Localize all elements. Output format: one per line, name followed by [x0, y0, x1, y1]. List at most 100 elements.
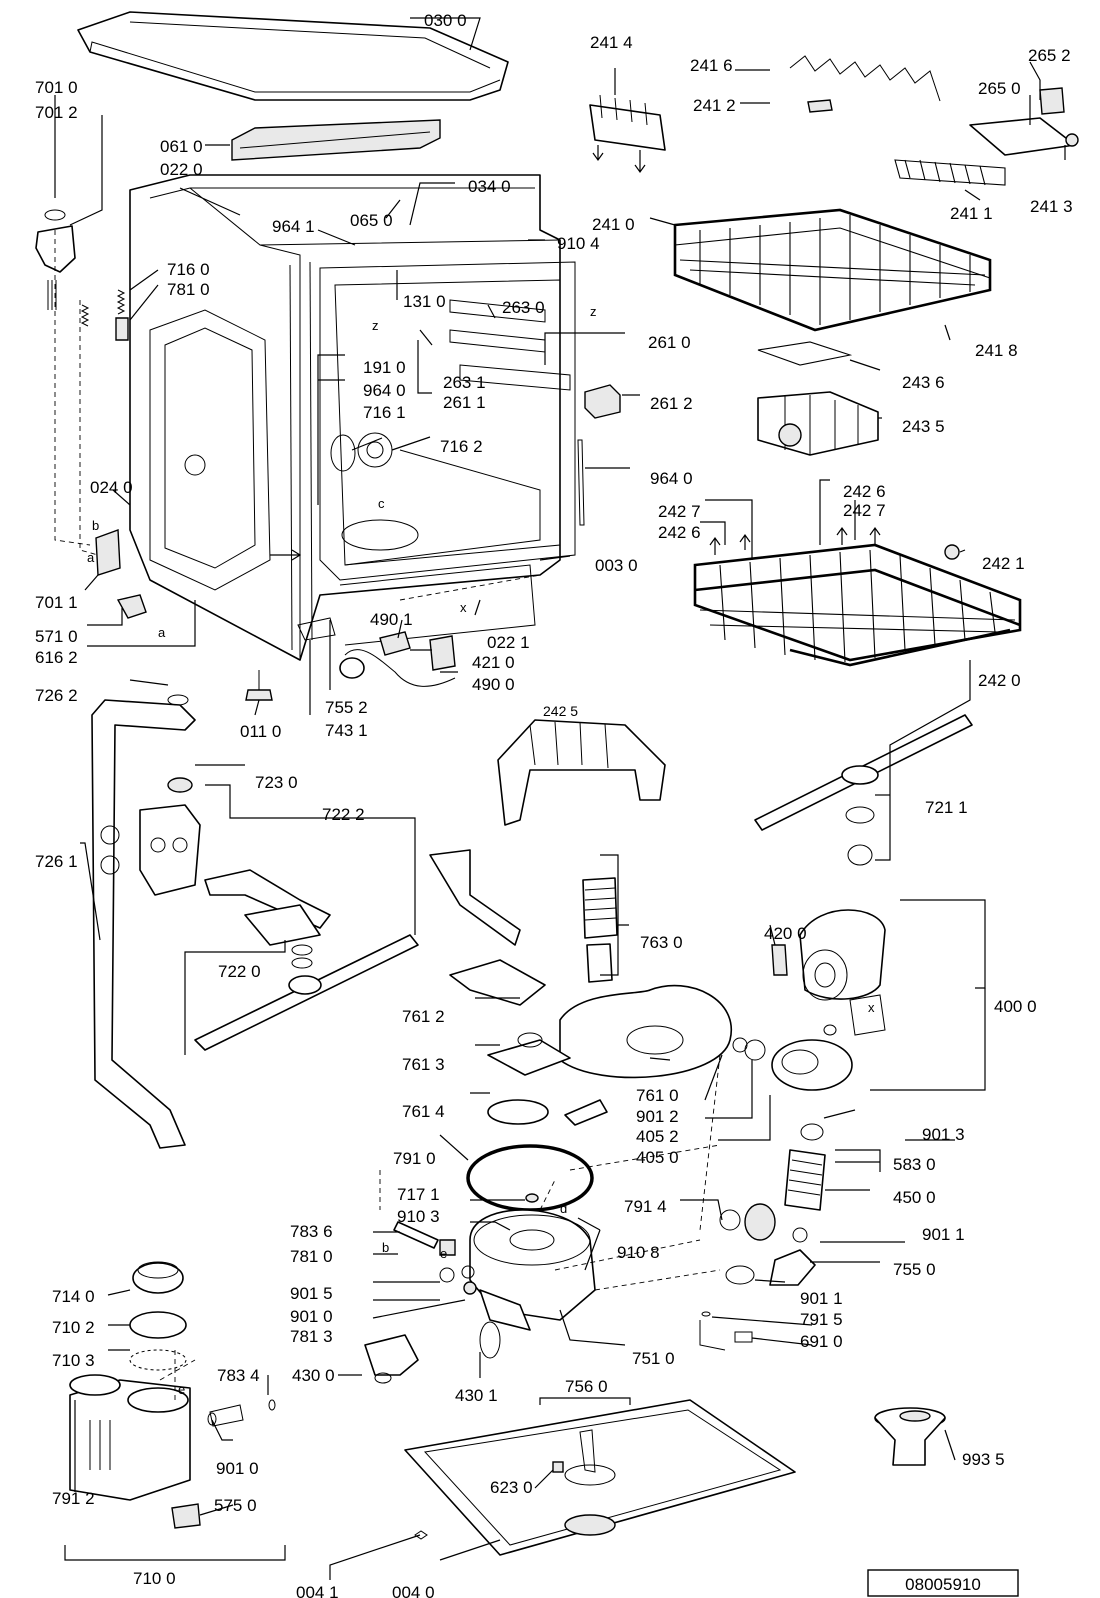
label-761-0: 761 0: [636, 1086, 679, 1105]
label-242-7-left: 242 7: [658, 502, 701, 521]
lower-rack-drawing: [693, 543, 1022, 866]
manifold-drawing: [497, 719, 666, 826]
letter-a-hinge: a: [87, 550, 95, 565]
label-261-0: 261 0: [648, 333, 691, 352]
part-drawings: [35, 11, 1079, 1556]
label-701-1: 701 1: [35, 593, 78, 612]
label-714-0: 714 0: [52, 1287, 95, 1306]
letter-b-spring: b: [382, 1240, 389, 1255]
label-716-0: 716 0: [167, 260, 210, 279]
label-065-0: 065 0: [350, 211, 393, 230]
label-263-0: 263 0: [502, 298, 545, 317]
label-791-5: 791 5: [800, 1310, 843, 1329]
label-261-2: 261 2: [650, 394, 693, 413]
label-030-0: 030 0: [424, 11, 467, 30]
letter-a-valve: a: [158, 625, 166, 640]
label-901-5: 901 5: [290, 1284, 333, 1303]
label-243-5: 243 5: [902, 417, 945, 436]
label-751-0: 751 0: [632, 1349, 675, 1368]
label-901-3: 901 3: [922, 1125, 965, 1144]
leader-lines: [54, 17, 1066, 1580]
drawing-code: 08005910: [905, 1575, 981, 1594]
cabinet-drawing: [35, 174, 621, 701]
label-571-0: 571 0: [35, 627, 78, 646]
label-241-1: 241 1: [950, 204, 993, 223]
label-242-6-right: 242 6: [843, 482, 886, 501]
label-710-2: 710 2: [52, 1318, 95, 1337]
label-901-0-lower: 901 0: [216, 1459, 259, 1478]
label-726-2: 726 2: [35, 686, 78, 705]
label-061-0: 061 0: [160, 137, 203, 156]
label-763-0: 763 0: [640, 933, 683, 952]
label-756-0: 756 0: [565, 1377, 608, 1396]
label-241-2: 241 2: [693, 96, 736, 115]
base-drawing: [404, 1399, 796, 1556]
label-241-6: 241 6: [690, 56, 733, 75]
letter-c-sump: c: [378, 496, 385, 511]
label-901-2: 901 2: [636, 1107, 679, 1126]
label-242-0: 242 0: [978, 671, 1021, 690]
label-242-1: 242 1: [982, 554, 1025, 573]
letter-b-hinge: b: [92, 518, 99, 533]
label-910-4: 910 4: [557, 234, 600, 253]
label-783-6: 783 6: [290, 1222, 333, 1241]
label-265-0: 265 0: [978, 79, 1021, 98]
circulation-pipe-drawing: [91, 694, 419, 1149]
label-022-1: 022 1: [487, 633, 530, 652]
letter-e-sump: e: [440, 1246, 447, 1261]
label-722-0: 722 0: [218, 962, 261, 981]
label-241-0: 241 0: [592, 215, 635, 234]
label-755-0: 755 0: [893, 1260, 936, 1279]
label-791-4: 791 4: [624, 1197, 667, 1216]
label-716-1: 716 1: [363, 403, 406, 422]
label-004-0: 004 0: [392, 1583, 435, 1598]
direction-arrows: [270, 145, 881, 561]
label-430-0: 430 0: [292, 1366, 335, 1385]
label-710-3: 710 3: [52, 1351, 95, 1370]
letter-e-softener: e: [178, 1382, 185, 1397]
label-623-0: 623 0: [490, 1478, 533, 1497]
label-910-3: 910 3: [397, 1207, 440, 1226]
worktop-drawing: [77, 11, 509, 101]
label-242-7-right: 242 7: [843, 501, 886, 520]
label-490-1: 490 1: [370, 610, 413, 629]
label-490-0: 490 0: [472, 675, 515, 694]
label-241-8: 241 8: [975, 341, 1018, 360]
label-761-3: 761 3: [402, 1055, 445, 1074]
label-717-1: 717 1: [397, 1185, 440, 1204]
label-781-0-lower: 781 0: [290, 1247, 333, 1266]
letter-d-sump: d: [560, 1201, 567, 1216]
label-755-2: 755 2: [325, 698, 368, 717]
label-575-0: 575 0: [214, 1496, 257, 1515]
label-034-0: 034 0: [468, 177, 511, 196]
label-191-0: 191 0: [363, 358, 406, 377]
label-430-1: 430 1: [455, 1386, 498, 1405]
label-761-4: 761 4: [402, 1102, 445, 1121]
label-701-0: 701 0: [35, 78, 78, 97]
label-781-0-upper: 781 0: [167, 280, 210, 299]
insulation-pad-drawing: [231, 119, 441, 161]
label-791-0: 791 0: [393, 1149, 436, 1168]
part-labels: 030 0 701 0 701 2 061 0 022 0 034 0 065 …: [35, 11, 1073, 1598]
label-450-0: 450 0: [893, 1188, 936, 1207]
label-722-2: 722 2: [322, 805, 365, 824]
label-964-0-left: 964 0: [363, 381, 406, 400]
label-263-1: 263 1: [443, 373, 486, 392]
letter-x-base: x: [460, 600, 467, 615]
label-616-2: 616 2: [35, 648, 78, 667]
letter-z-right: z: [590, 304, 597, 319]
upper-rack-drawing: [589, 55, 1079, 456]
label-405-0: 405 0: [636, 1148, 679, 1167]
label-131-0: 131 0: [403, 292, 446, 311]
label-964-1: 964 1: [272, 217, 315, 236]
letter-z-left: z: [372, 318, 379, 333]
label-421-0: 421 0: [472, 653, 515, 672]
label-024-0: 024 0: [90, 478, 133, 497]
label-691-0: 691 0: [800, 1332, 843, 1351]
label-241-3: 241 3: [1030, 197, 1073, 216]
label-901-1-upper: 901 1: [922, 1225, 965, 1244]
softener-drawing: [69, 1261, 276, 1529]
label-781-3: 781 3: [290, 1327, 333, 1346]
